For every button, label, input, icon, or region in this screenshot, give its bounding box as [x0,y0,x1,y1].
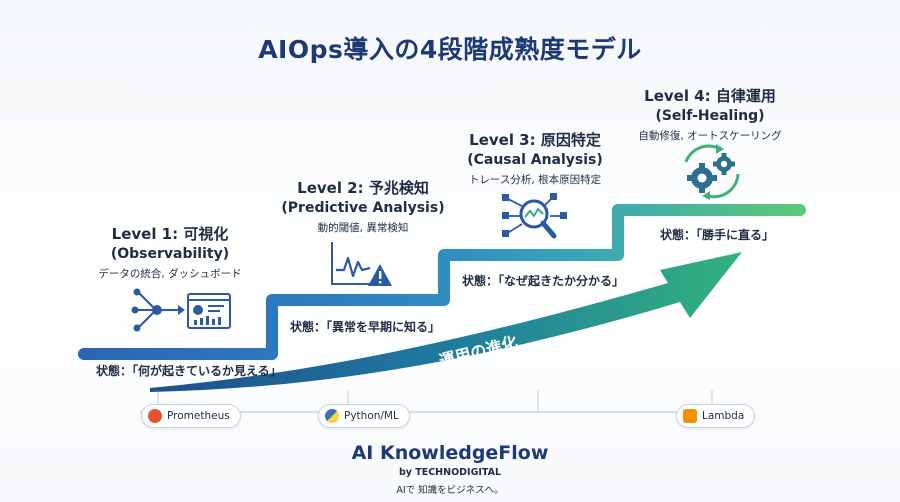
growth-arrow [150,252,742,392]
brand-tagline: AIで 知識をビジネスへ。 [396,485,504,496]
tool-pill-python-ml: Python/ML [318,404,410,428]
level-4-desc: 自動修復, オートスケーリング [638,130,782,142]
level-2-desc: 動的閾値, 異常検知 [317,222,409,234]
level-3-state: 状態：「なぜ起きたか分かる」 [462,274,625,288]
lambda-icon [683,409,697,423]
tool-pill-lambda: Lambda [676,404,756,428]
level-2-block: Level 2: 予兆検知 (Predictive Analysis) 動的閾値… [268,178,458,236]
level-3-block: Level 3: 原因特定 (Causal Analysis) トレース分析, … [440,130,630,188]
brand-by: by TECHNODIGITAL [398,467,502,478]
data-flow-dashboard-icon [131,288,231,332]
level-4-title: Level 4: 自律運用 [644,87,776,105]
prometheus-icon [148,409,162,423]
brand-name: AI KnowledgeFlow [351,442,549,464]
anomaly-chart-warning-icon [331,242,392,286]
level-3-desc: トレース分析, 根本原因特定 [468,174,602,186]
level-1-block: Level 1: 可視化 (Observability) データの統合, ダッシ… [90,224,250,282]
level-2-state: 状態：「異常を早期に知る」 [290,320,441,334]
level-1-title: Level 1: 可視化 [111,225,229,243]
level-2-title: Level 2: 予兆検知 [297,179,429,197]
level-1-desc: データの統合, ダッシュボード [98,268,242,280]
tool-label: Python/ML [344,410,399,422]
maturity-staircase [78,204,806,360]
magnifier-network-icon [502,193,567,239]
python-icon [325,409,339,423]
level-3-subtitle: (Causal Analysis) [467,152,603,168]
level-4-block: Level 4: 自律運用 (Self-Healing) 自動修復, オートスケ… [615,86,805,144]
tool-label: Lambda [702,410,745,422]
tool-pill-prometheus: Prometheus [141,404,241,428]
level-1-state: 状態：「何が起きているか見える」 [96,364,282,378]
tool-label: Prometheus [167,410,230,422]
level-4-state: 状態：「勝手に直る」 [660,228,775,242]
level-4-subtitle: (Self-Healing) [655,108,765,124]
level-1-subtitle: (Observability) [110,246,230,262]
level-2-subtitle: (Predictive Analysis) [281,200,445,216]
page-title: AIOps導入の4段階成熟度モデル [258,35,642,64]
gears-cycle-icon [684,144,740,200]
level-3-title: Level 3: 原因特定 [469,131,601,149]
